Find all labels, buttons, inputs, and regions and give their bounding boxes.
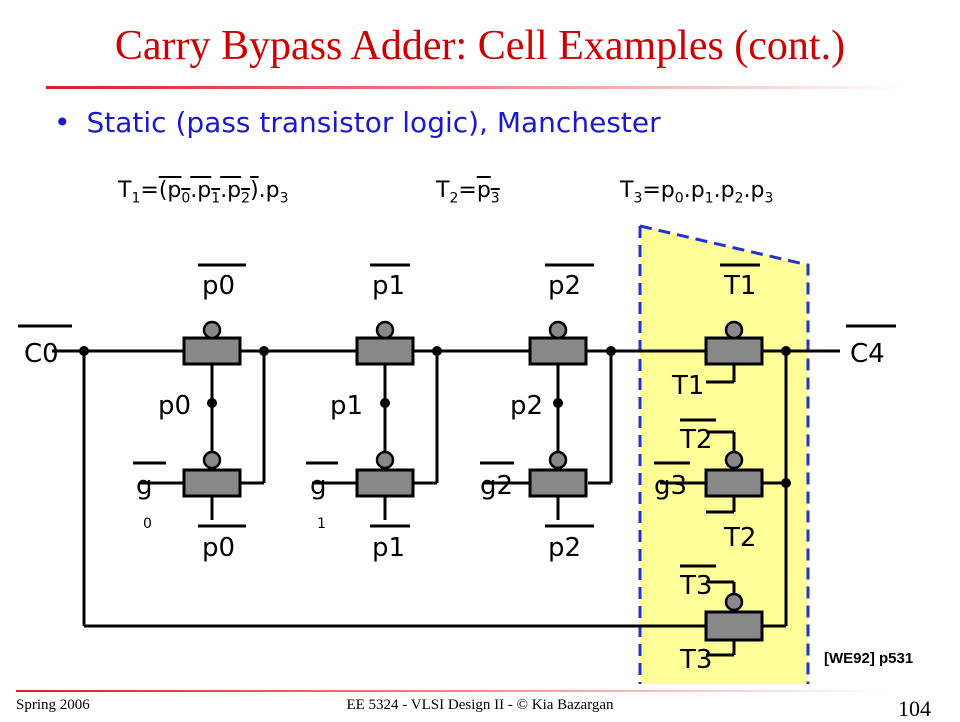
transistor-bypass: [704, 610, 764, 642]
title-underline: [46, 86, 910, 89]
transistor-gen-0: [182, 468, 242, 498]
eq-t1-lhs-sub: 1: [131, 190, 141, 207]
eq-t2-lhs: T: [436, 178, 450, 203]
gate-bubbles: [202, 320, 744, 612]
eq-t3-lhs: T: [620, 178, 634, 203]
label-g0-sub: 0: [143, 516, 152, 532]
label-t3-overlined: T3: [679, 571, 712, 601]
highlight-border-right: [639, 224, 810, 684]
transistor-gen-3: [704, 468, 764, 498]
eq-t1-eq: =: [140, 178, 159, 203]
highlight-region: [640, 226, 808, 684]
overline-bars: [18, 263, 896, 568]
label-p0-bottom: p0: [202, 533, 235, 563]
eq-t1-lhs: T: [118, 178, 132, 203]
label-p2-mid: p2: [510, 391, 543, 421]
eq-t2-lhs-sub: 2: [449, 190, 459, 207]
label-p0-top: p0: [202, 271, 235, 301]
equation-t1: T1=(p0.p1.p2).p3: [118, 178, 289, 207]
label-p2-bottom: p2: [548, 533, 581, 563]
bullet-item: • Static (pass transistor logic), Manches…: [54, 106, 661, 139]
transistor-gen-1: [355, 468, 415, 498]
transistor-pass-2: [528, 336, 588, 366]
bullet-text: Static (pass transistor logic), Manchest…: [86, 106, 661, 139]
equation-t2: T2=p3: [436, 178, 500, 207]
transistor-gen-2: [528, 468, 588, 498]
junction-dots: [79, 346, 791, 488]
label-g1: g: [310, 471, 327, 501]
slide-title: Carry Bypass Adder: Cell Examples (cont.…: [114, 23, 846, 69]
footer-date: Spring 2006: [16, 697, 90, 713]
page-number: 104: [898, 696, 931, 721]
label-g1-sub: 1: [317, 516, 326, 532]
label-c4: C4: [850, 339, 885, 369]
equation-t3: T3=p0.p1.p2.p3: [620, 178, 774, 207]
label-p1-mid: p1: [330, 391, 363, 421]
transistor-pass-3: [704, 336, 764, 366]
label-t1-top: T1: [723, 271, 756, 301]
label-g3: g3: [654, 471, 687, 501]
footer-divider: [16, 690, 896, 692]
transistor-pass-1: [355, 336, 415, 366]
label-t2-overlined: T2: [679, 425, 712, 455]
label-t2-bottom: T2: [723, 523, 756, 553]
footer-course: EE 5324 - VLSI Design II - © Kia Bazarga…: [346, 697, 614, 713]
label-g2: g2: [480, 471, 513, 501]
label-c0: C0: [24, 339, 59, 369]
label-p1-bottom: p1: [372, 533, 405, 563]
label-p2-top: p2: [548, 271, 581, 301]
label-t1-mid: T1: [671, 371, 704, 401]
label-g0: g: [136, 471, 153, 501]
transistor-pass-0: [182, 336, 242, 366]
eq-t3-lhs-sub: 3: [633, 190, 643, 207]
bullet-dot: •: [54, 106, 71, 139]
eq-t2-overlined: p3: [476, 178, 500, 207]
label-t3-bottom: T3: [679, 645, 712, 675]
reference-citation: [WE92] p531: [824, 650, 914, 667]
eq-t1-overlined: (p0.p1.p2): [158, 178, 259, 207]
label-p0-mid: p0: [158, 391, 191, 421]
label-p1-top: p1: [372, 271, 405, 301]
transistors: [182, 336, 764, 642]
diagram-labels: C0 C4 p0 p1 p2 T1 p0 p1 p2 T1 T2 g 0 g 1…: [24, 271, 885, 675]
